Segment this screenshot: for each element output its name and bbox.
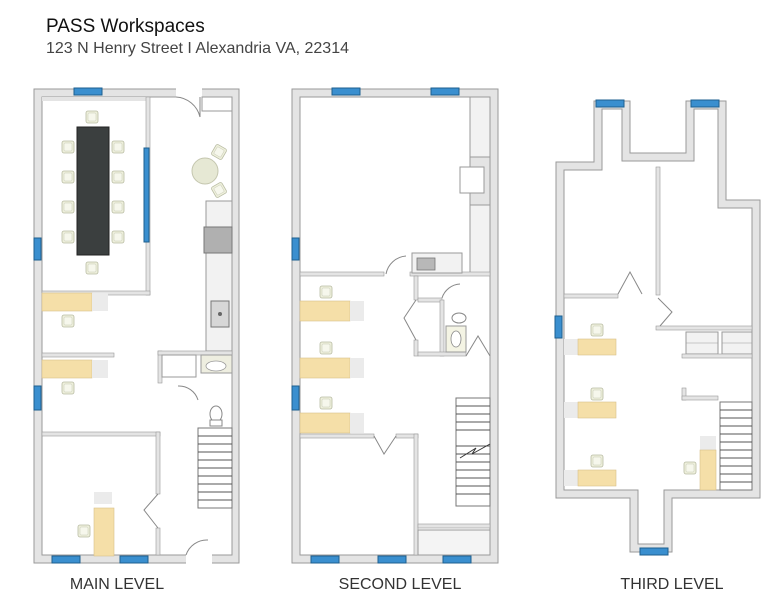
second-level-plan bbox=[291, 87, 499, 564]
level-label-main: MAIN LEVEL bbox=[70, 576, 164, 593]
address-subtitle: 123 N Henry Street I Alexandria VA, 2231… bbox=[46, 40, 349, 57]
level-label-second: SECOND LEVEL bbox=[339, 576, 462, 593]
window bbox=[73, 87, 103, 96]
main-level-plan bbox=[33, 87, 240, 565]
page-title: PASS Workspaces bbox=[46, 16, 205, 37]
level-label-third: THIRD LEVEL bbox=[620, 576, 723, 593]
round-table bbox=[191, 157, 219, 185]
conference-table bbox=[76, 126, 110, 256]
third-level-plan bbox=[554, 99, 761, 556]
